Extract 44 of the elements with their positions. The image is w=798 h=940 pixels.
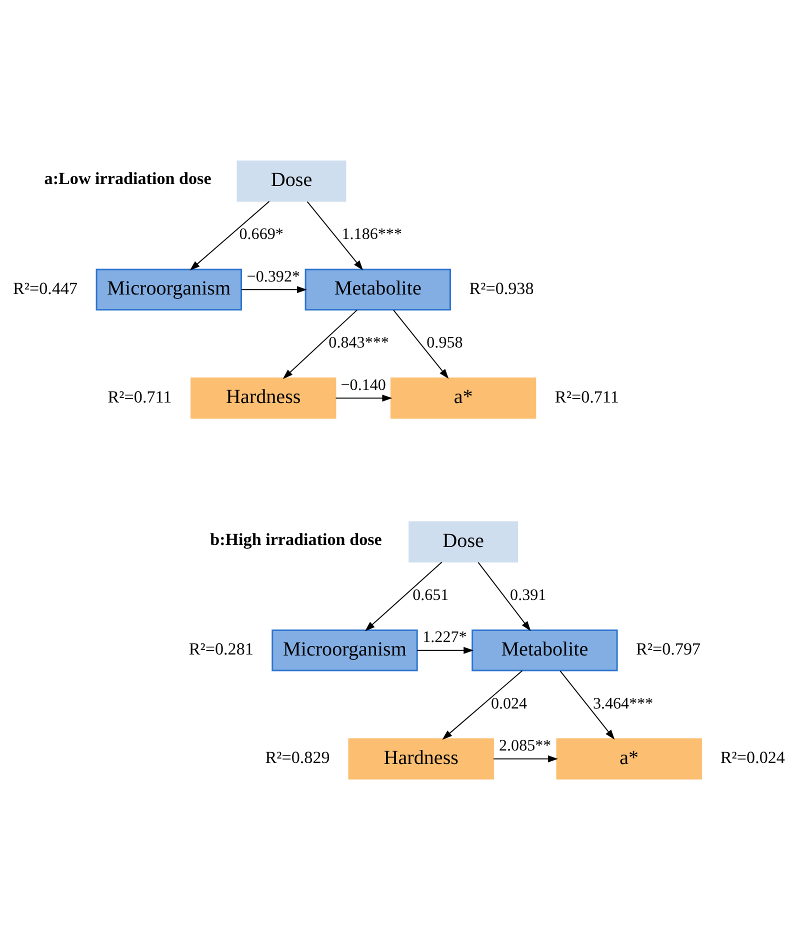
arrow [306,201,364,270]
label: a:Low irradiation dose [44,169,212,188]
node-box: a* [556,738,702,780]
label: b:High irradiation dose [210,530,382,549]
node-box: Microorganism [96,268,242,310]
node-label: R²=0.938 [469,278,534,298]
node-box: Metabolite [304,268,451,310]
arrow [442,670,523,740]
node-box: Hardness [190,378,336,419]
edge-label: 1.186*** [342,226,402,244]
arrow [282,310,358,380]
edge-label: 0.843*** [328,334,389,352]
arrow [478,562,531,632]
arrow [364,562,442,632]
arrow [494,755,558,762]
arrow [190,201,270,270]
node-box: a* [390,378,536,419]
edge-label: 2.085** [499,738,552,755]
arrow [417,646,474,654]
node-label: R²=0.797 [636,639,701,658]
arrow [393,310,449,379]
node-box: Dose [408,521,518,562]
node-label: R²=0.711 [554,387,619,406]
node-box: Microorganism [272,630,418,672]
node-label: R²=0.281 [188,639,254,658]
arrow [241,286,308,294]
edge-label: 0.958 [426,334,463,352]
node-label: R²=0.711 [108,387,172,406]
edge-label: 0.651 [412,586,449,604]
edge-label: −0.392* [246,268,300,286]
node-box: Metabolite [472,630,618,672]
node-box: Hardness [348,738,494,780]
node-label: R²=0.829 [265,748,330,768]
node-label: R²=0.024 [720,748,785,768]
node-box: Dose [236,160,346,202]
edge-label: 0.669* [239,226,284,244]
arrow [336,394,392,402]
edge-label: −0.140 [340,376,386,394]
node-label: R²=0.447 [13,278,78,298]
arrow [560,670,615,740]
edge-label: 0.391 [510,586,546,604]
edge-label: 0.024 [490,695,528,712]
edge-label: 3.464*** [592,695,654,712]
edge-label: 1.227* [422,629,467,646]
